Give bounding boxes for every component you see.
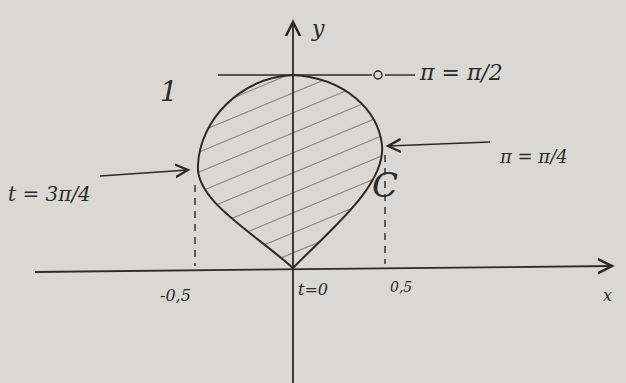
point-marker	[374, 71, 382, 79]
pointer-arrow	[388, 142, 490, 146]
teardrop-curve	[198, 75, 382, 268]
tangent-line	[218, 74, 372, 76]
hatching	[180, 20, 420, 320]
tick-label: t=0	[298, 282, 328, 298]
curve-label: C	[372, 168, 398, 202]
tick-label: -0,5	[160, 288, 191, 304]
tick-label: 0,5	[390, 280, 412, 294]
axis-label: x	[603, 288, 612, 304]
axis-label: y	[312, 18, 324, 40]
dashed-guide	[194, 185, 195, 266]
tick-label: 1	[160, 78, 178, 106]
pointer-arrow	[100, 170, 188, 176]
x-axis	[35, 266, 612, 272]
parameter-label: t = 3π/4	[8, 184, 91, 204]
parameter-label: π = π/2	[420, 62, 503, 84]
parameter-label: π = π/4	[500, 148, 568, 166]
y-axis	[292, 22, 294, 383]
leader-line	[385, 74, 415, 75]
